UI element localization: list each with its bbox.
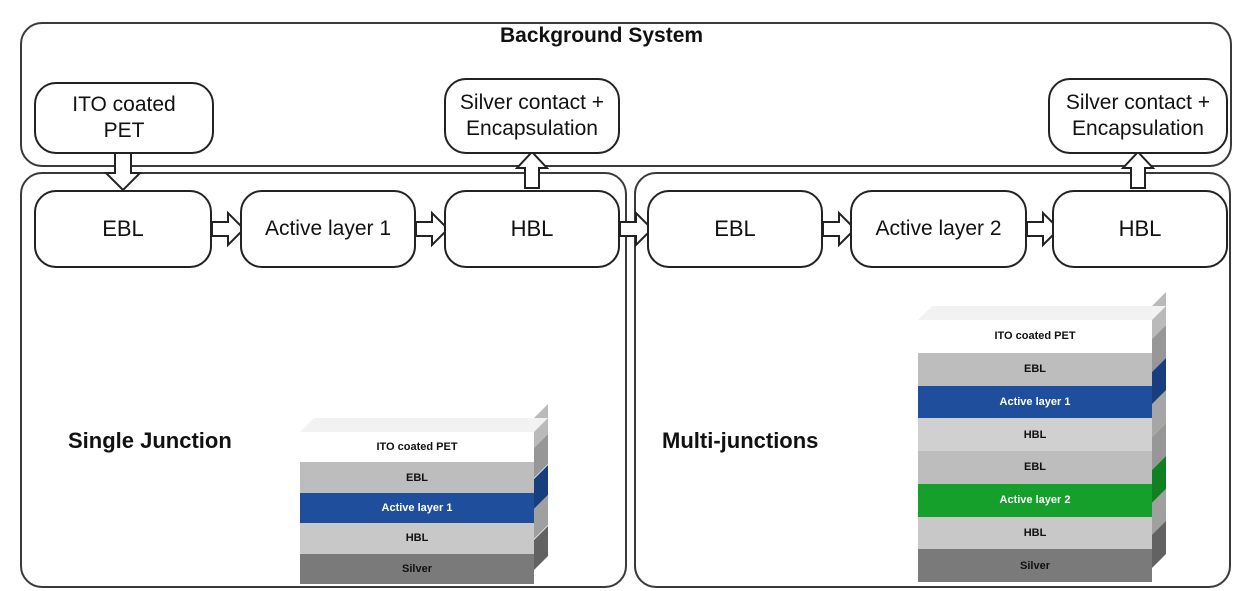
diagram-title: Background System (500, 24, 704, 47)
arrow-ebl1-to-active1 (211, 210, 246, 248)
ebl-node-1: EBL (34, 190, 212, 268)
stack-top-face (918, 306, 1166, 320)
stack-layer: HBL (300, 523, 534, 554)
arrow-ito-to-ebl (103, 152, 143, 192)
single-junction-label: Single Junction (68, 428, 232, 453)
stack-layer: ITO coated PET (918, 320, 1152, 353)
stack-layer: Silver (918, 549, 1152, 582)
multi-junctions-label: Multi-junctions (662, 428, 819, 453)
arrow-hbl1-to-ebl2 (619, 210, 654, 248)
stack-layer: Active layer 1 (300, 492, 534, 524)
arrow-active1-to-hbl1 (415, 210, 450, 248)
stack-layer: ITO coated PET (300, 432, 534, 463)
stack-layer: HBL (918, 516, 1152, 550)
stack-layer: EBL (918, 352, 1152, 386)
stack-layer: HBL (918, 418, 1152, 451)
single-junction-panel (20, 172, 627, 588)
stack-layer: Silver (300, 553, 534, 584)
silver-contact-node-1: Silver contact + Encapsulation (444, 78, 620, 154)
arrow-ebl2-to-active2 (822, 210, 857, 248)
stack-layer: EBL (918, 451, 1152, 484)
multi-junction-panel (634, 172, 1231, 588)
arrow-active2-to-hbl2 (1026, 210, 1061, 248)
arrow-hbl2-to-silver (1120, 150, 1156, 189)
ebl-node-2: EBL (647, 190, 823, 268)
active-layer-1-node: Active layer 1 (240, 190, 416, 268)
stack-layer: Active layer 2 (918, 483, 1152, 517)
stack-layer: Active layer 1 (918, 385, 1152, 419)
silver-contact-node-2: Silver contact + Encapsulation (1048, 78, 1228, 154)
background-system-frame (20, 22, 1232, 167)
active-layer-2-node: Active layer 2 (850, 190, 1027, 268)
ito-coated-pet-node: ITO coated PET (34, 82, 214, 154)
stack-top-face (300, 418, 548, 432)
stack-layer: EBL (300, 462, 534, 493)
hbl-node-2: HBL (1052, 190, 1228, 268)
arrow-hbl1-to-silver (514, 150, 550, 189)
hbl-node-1: HBL (444, 190, 620, 268)
